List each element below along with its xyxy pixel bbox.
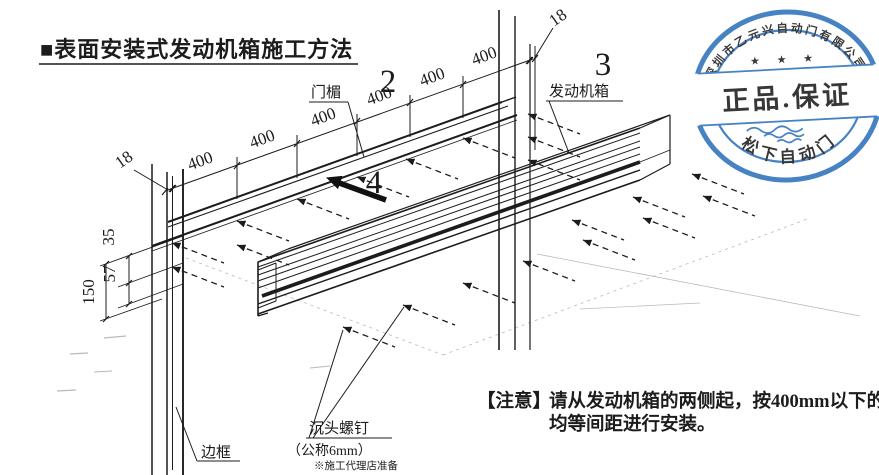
page-title: ■表面安装式发动机箱施工方法 [40, 37, 353, 62]
label-screw-spec: （公称6mm） [287, 443, 372, 459]
label-lintel: 门楣 [309, 84, 365, 158]
screw-position-arrows [171, 113, 756, 348]
stamp-band [680, 63, 879, 127]
dim-400-label: 400 [469, 43, 499, 70]
side-frame-posts [151, 164, 184, 475]
svg-text:门楣: 门楣 [311, 84, 341, 101]
caution-tag: 【注意】 [477, 390, 551, 412]
caution-line2: 均等间距进行安装。 [549, 413, 716, 435]
dim-400-label: 400 [247, 126, 277, 153]
dim-150-label: 150 [79, 279, 98, 305]
dim-400-labels: 400 400 400 400 400 400 [185, 43, 499, 175]
dim-57-label: 57 [100, 265, 119, 283]
label-side-frame: 边框 [175, 406, 240, 462]
certification-stamp: 深圳市乙元兴自动门有限公司 ★ ★ ★ 正品.保证 松下自动门 [680, 9, 879, 183]
label-engine-box: 发动机箱 [546, 83, 623, 154]
caution-line1: 请从发动机箱的两侧起，按400mm以下的 [549, 390, 879, 412]
ghost-plane-lines [56, 217, 861, 392]
stamp-waves [746, 125, 805, 144]
stamp-center-text: 正品.保证 [722, 80, 853, 117]
svg-text:18: 18 [111, 147, 136, 172]
dim-400-label: 400 [308, 104, 338, 131]
dimension-line-400 [164, 56, 534, 199]
step-number-3: 3 [595, 47, 612, 83]
dim-400-label: 400 [417, 64, 447, 91]
label-screw: 沉头螺钉 （公称6mm） ※施工代理店准备 [287, 306, 405, 472]
engine-box [257, 114, 671, 317]
step-number-2: 2 [380, 64, 397, 100]
stamp-stars: ★ ★ ★ [750, 52, 821, 68]
label-screw-note: ※施工代理店准备 [314, 459, 398, 472]
dim-400-label: 400 [185, 148, 215, 175]
dim-35-label: 35 [99, 229, 118, 246]
right-mullion-posts [498, 10, 536, 350]
dim-18-right: 18 [525, 5, 570, 65]
direction-arrow [326, 175, 387, 203]
dim-block-left: 35 57 150 [79, 229, 184, 323]
svg-text:边框: 边框 [201, 444, 231, 461]
svg-text:18: 18 [545, 5, 570, 30]
svg-text:沉头螺钉: 沉头螺钉 [309, 420, 369, 437]
caution-note: 【注意】 请从发动机箱的两侧起，按400mm以下的 均等间距进行安装。 [477, 390, 879, 435]
svg-text:发动机箱: 发动机箱 [549, 83, 609, 100]
